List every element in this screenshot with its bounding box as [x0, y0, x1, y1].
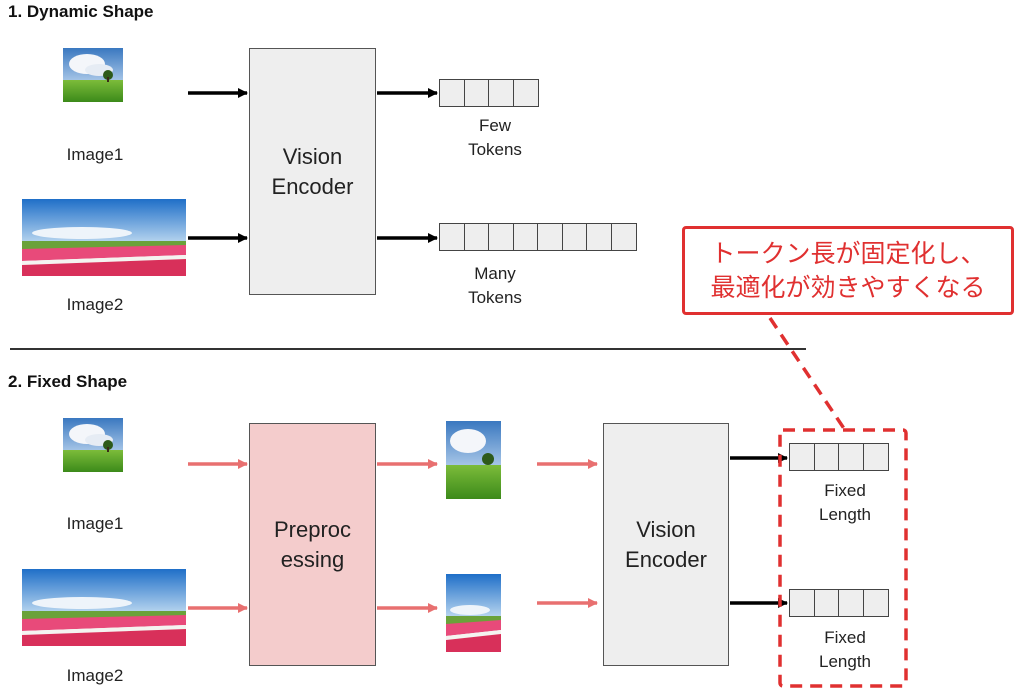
resized-image2 — [446, 574, 501, 652]
token — [488, 79, 514, 107]
image1-label: Image1 — [66, 145, 124, 164]
image1-thumbnail — [63, 48, 123, 102]
token — [463, 79, 490, 107]
image2-label-fixed: Image2 — [66, 666, 124, 685]
vision-encoder-box-dynamic: Vision Encoder — [249, 48, 376, 295]
image1-label-fixed: Image1 — [66, 514, 124, 533]
token — [561, 223, 588, 251]
section-title-fixed: 2. Fixed Shape — [8, 372, 128, 391]
image2-label: Image2 — [66, 295, 124, 314]
preprocess-label-line2: essing — [280, 546, 345, 572]
fixed-label-line2: Length — [819, 505, 871, 524]
callout-connector — [768, 317, 847, 431]
token — [463, 223, 490, 251]
few-label-line1: Few — [478, 116, 512, 135]
flower-field-image — [22, 199, 186, 276]
preprocessing-box: Preproc essing — [249, 423, 376, 666]
encoder-label-line1: Vision — [636, 516, 696, 542]
landscape-image — [63, 418, 123, 472]
fixed-tokens-1 — [789, 443, 889, 471]
section-divider — [10, 348, 806, 350]
callout-line2: 最適化が効きやすくなる — [710, 274, 986, 302]
token — [537, 223, 563, 251]
few-tokens — [439, 79, 539, 107]
image2-thumbnail — [22, 199, 186, 276]
token — [813, 589, 840, 617]
few-tokens-label: Few Tokens — [445, 114, 545, 162]
callout-line1: トークン長が固定化し、 — [710, 240, 986, 268]
flower-field-image — [22, 569, 186, 646]
landscape-image — [446, 421, 501, 499]
few-label-line2: Tokens — [468, 140, 522, 159]
token — [439, 79, 465, 107]
section-title-dynamic: 1. Dynamic Shape — [8, 2, 154, 21]
many-tokens-label: Many Tokens — [445, 262, 545, 310]
token — [862, 589, 889, 617]
vision-encoder-box-fixed: Vision Encoder — [603, 423, 729, 666]
fixed-label-line1: Fixed — [824, 481, 866, 500]
fixed-length-label-1: Fixed Length — [795, 479, 895, 527]
resized-image1 — [446, 421, 501, 499]
fixed-label-line1: Fixed — [824, 628, 866, 647]
token — [610, 223, 637, 251]
flower-field-image — [446, 574, 501, 652]
image2-thumbnail-fixed — [22, 569, 186, 646]
encoder-label-line2: Encoder — [271, 173, 354, 199]
landscape-image — [63, 48, 123, 102]
token — [862, 443, 889, 471]
many-label-line1: Many — [474, 264, 516, 283]
fixed-tokens-2 — [789, 589, 889, 617]
many-tokens — [439, 223, 637, 251]
fixed-length-label-2: Fixed Length — [795, 626, 895, 674]
image1-thumbnail-fixed — [63, 418, 123, 472]
encoder-label-line2: Encoder — [625, 546, 707, 572]
token — [789, 443, 815, 471]
encoder-label-line1: Vision — [282, 143, 343, 169]
many-label-line2: Tokens — [468, 288, 522, 307]
preprocess-label-line1: Preproc — [273, 516, 352, 542]
fixed-length-highlight-box — [778, 428, 908, 688]
token — [512, 79, 539, 107]
callout-box: トークン長が固定化し、 最適化が効きやすくなる — [682, 226, 1014, 315]
fixed-label-line2: Length — [819, 652, 871, 671]
